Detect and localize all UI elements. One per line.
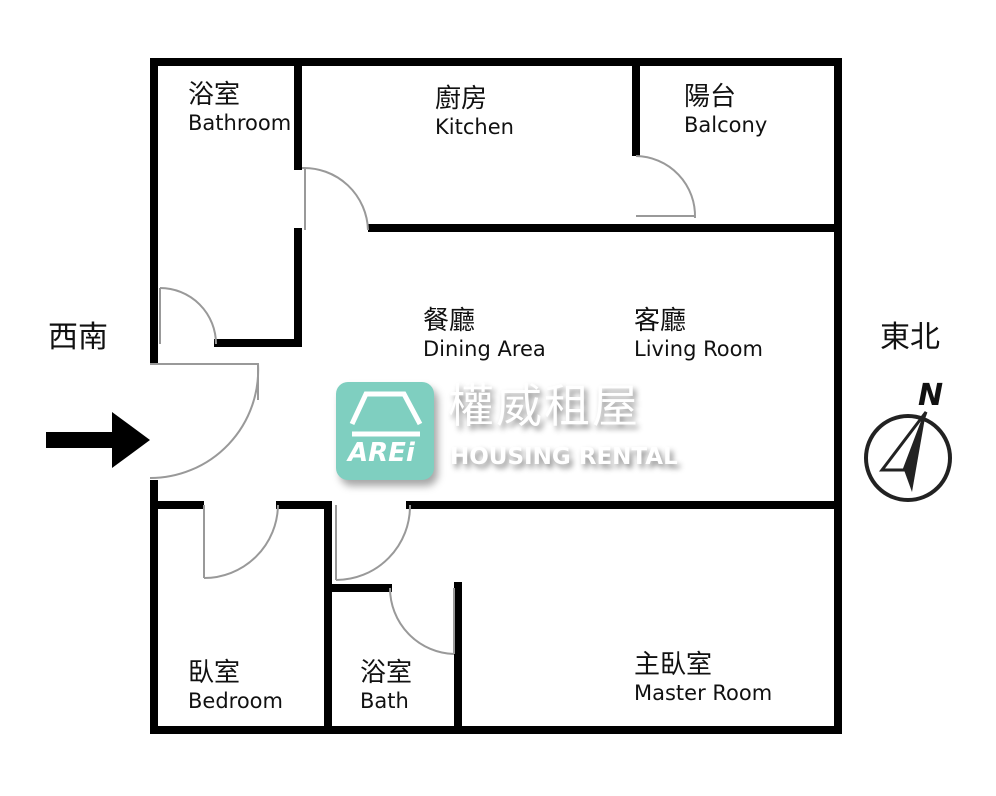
watermark-logo: AREi xyxy=(336,382,434,480)
room-bathroom-en: Bathroom xyxy=(188,111,292,136)
room-living-zh: 客廳 xyxy=(634,306,687,336)
room-living-en: Living Room xyxy=(634,337,763,362)
north-label: N xyxy=(918,378,944,413)
room-kitchen-zh: 廚房 xyxy=(435,84,488,114)
room-balcony-en: Balcony xyxy=(684,113,768,138)
room-dining-en: Dining Area xyxy=(423,337,546,362)
room-balcony-zh: 陽台 xyxy=(684,82,737,112)
room-bedroom-zh: 臥室 xyxy=(188,658,241,688)
room-master-zh: 主臥室 xyxy=(634,650,713,680)
room-kitchen-en: Kitchen xyxy=(435,115,514,140)
entry-arrow xyxy=(46,412,150,468)
compass-icon xyxy=(864,411,952,502)
house-icon xyxy=(349,391,423,437)
room-bath-en: Bath xyxy=(360,689,409,714)
room-master-en: Master Room xyxy=(634,681,773,706)
room-bedroom-en: Bedroom xyxy=(188,689,283,714)
room-bathroom-zh: 浴室 xyxy=(188,80,241,110)
room-dining-zh: 餐廳 xyxy=(423,306,476,336)
direction-east: 東北 xyxy=(880,320,940,355)
watermark-name-en: HOUSING RENTAL xyxy=(450,444,678,470)
room-bath-zh: 浴室 xyxy=(360,658,413,688)
watermark-logo-text: AREi xyxy=(348,438,415,468)
direction-west: 西南 xyxy=(48,320,108,355)
watermark-name-zh: 權威租屋 xyxy=(448,379,640,433)
